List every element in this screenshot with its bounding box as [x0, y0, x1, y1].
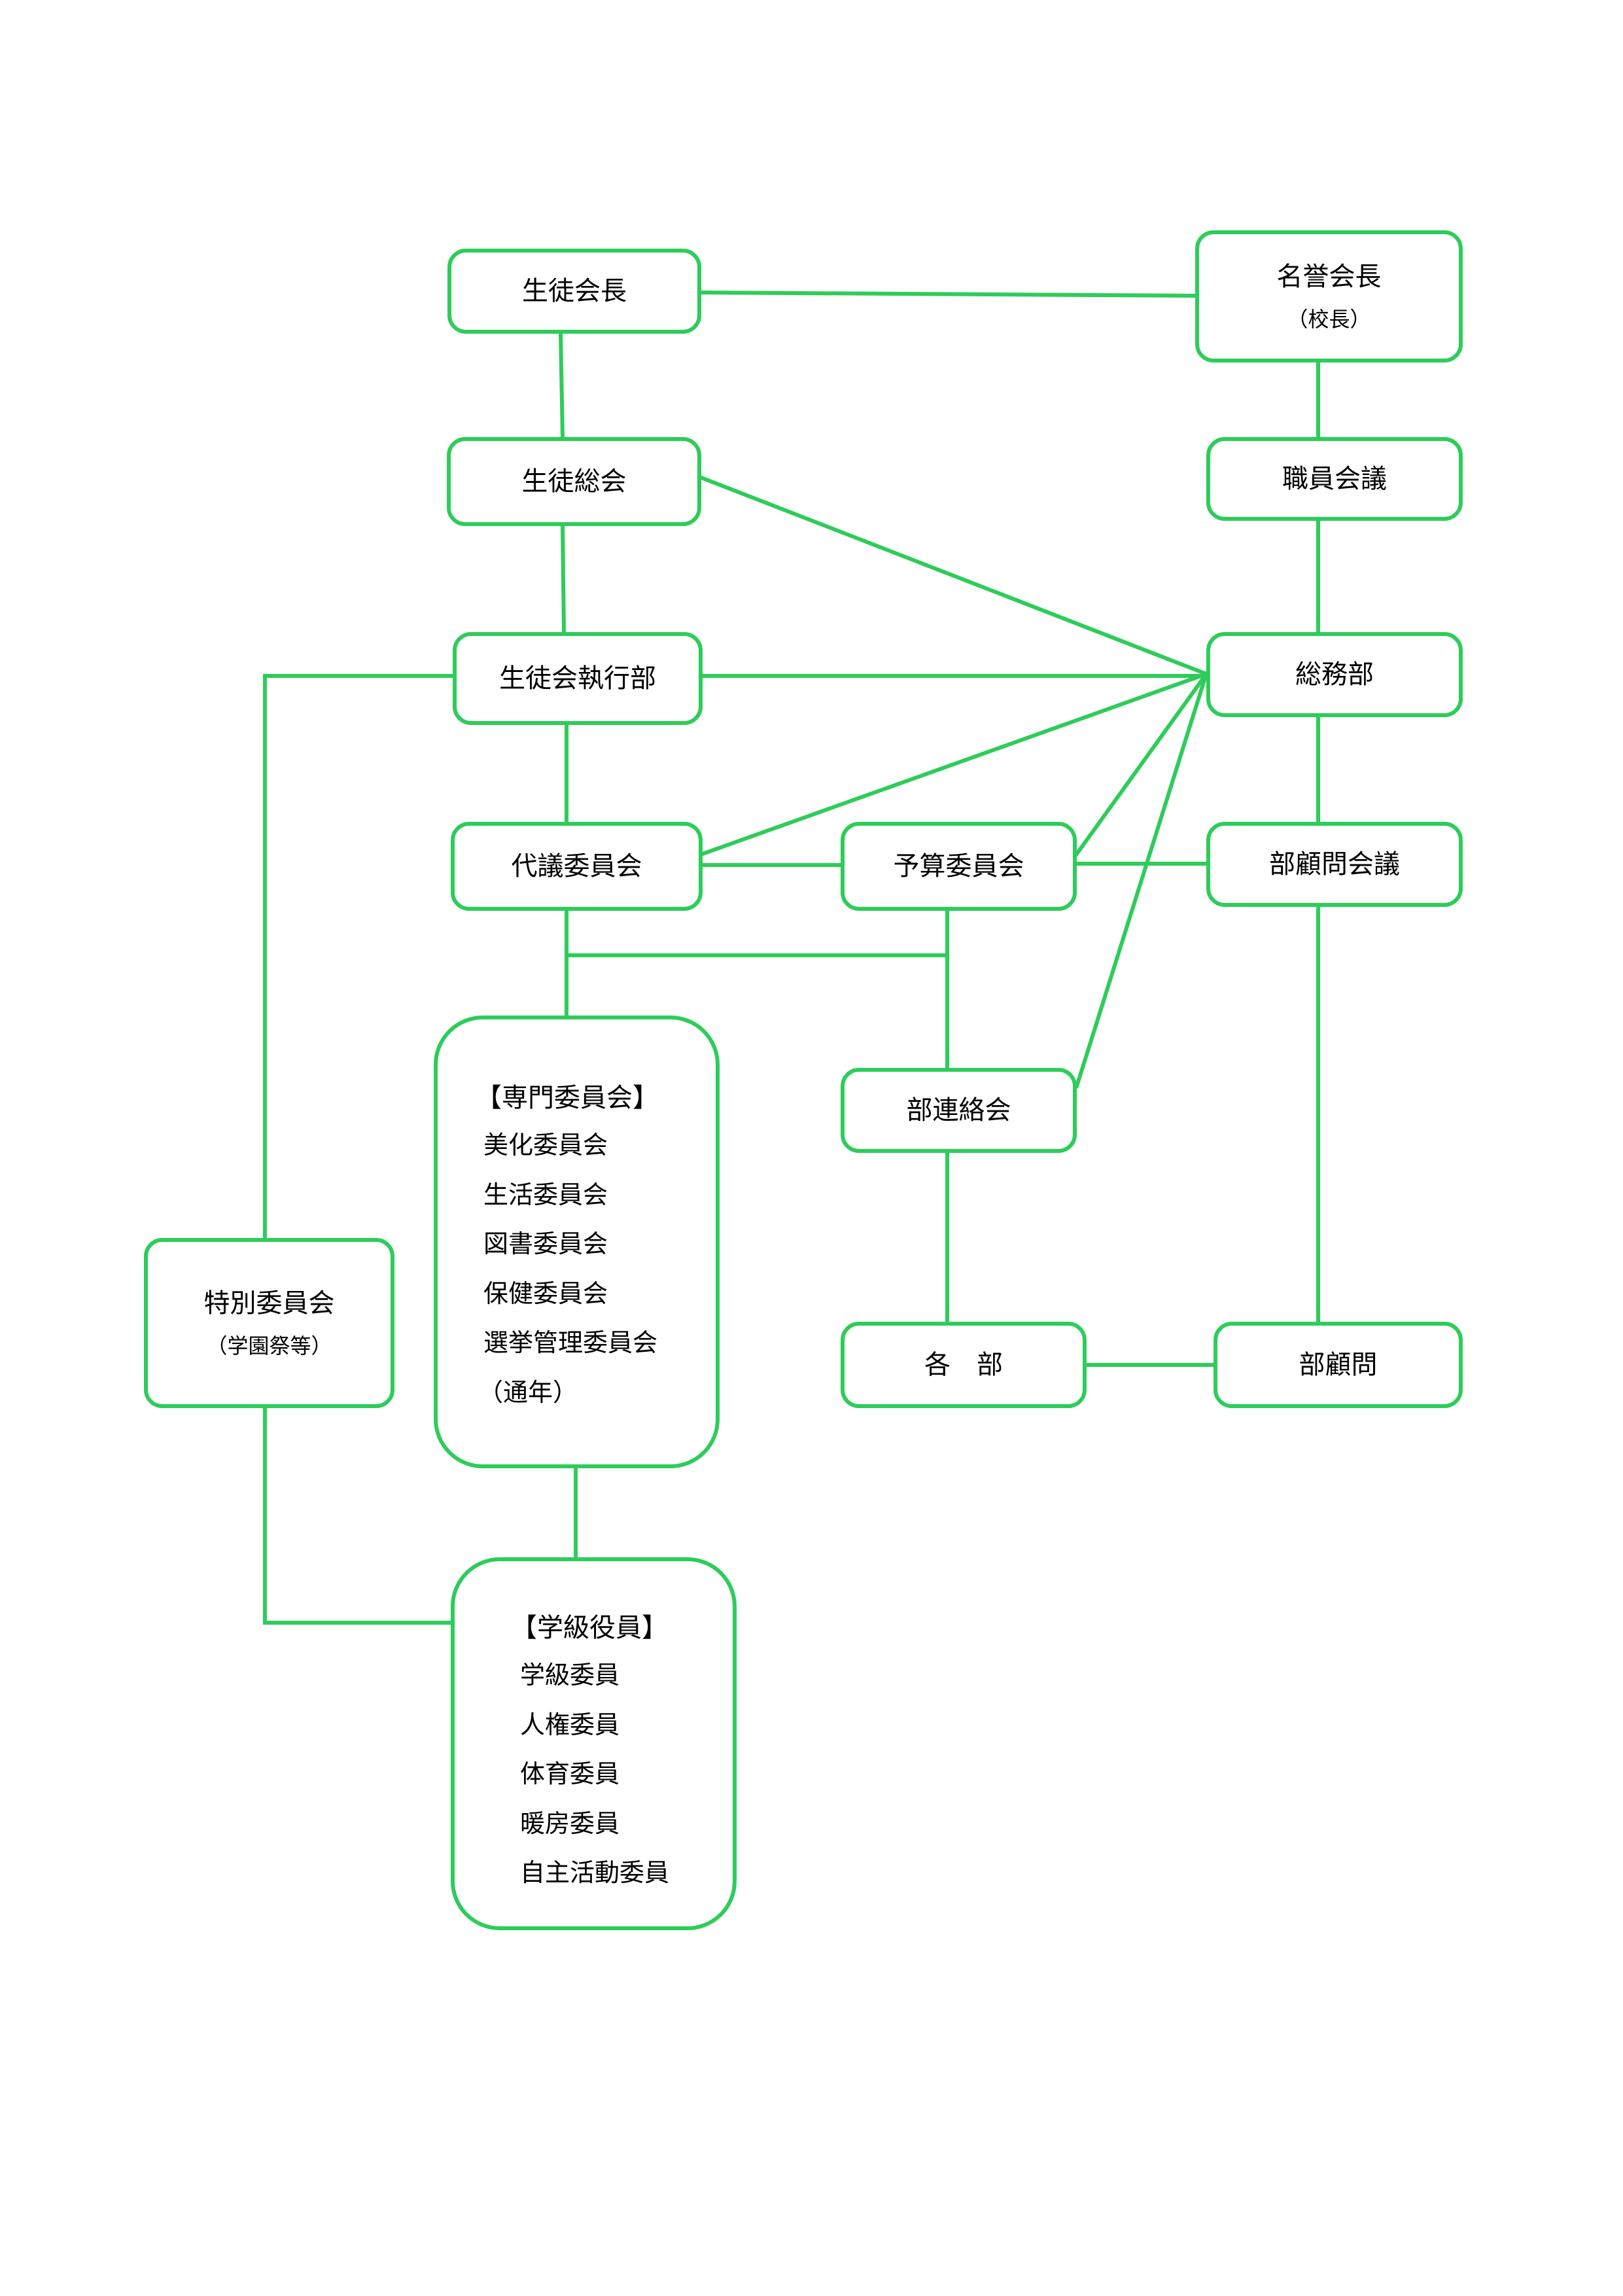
executive-board-box: 生徒会執行部 [453, 632, 703, 725]
representative-committee-label: 代議委員会 [511, 851, 642, 881]
representative-committee-box: 代議委員会 [451, 822, 703, 911]
general-affairs-box: 総務部 [1206, 632, 1463, 717]
specialist-committee-item: （通年） [478, 1377, 578, 1407]
budget-committee-label: 予算委員会 [893, 851, 1024, 881]
specialist-committees-heading: 【専門委員会】 [476, 1083, 659, 1113]
class-officer-item: 人権委員 [520, 1710, 620, 1739]
specialist-committee-item: 図書委員会 [483, 1229, 608, 1259]
connector-line [699, 475, 1209, 677]
student-council-president-box: 生徒会長 [447, 249, 701, 334]
honorary-president-note: （校長） [1287, 306, 1371, 332]
specialist-committee-item: 生活委員会 [483, 1180, 608, 1209]
student-general-assembly-label: 生徒総会 [521, 467, 627, 497]
special-committee-box: 特別委員会 （学園祭等） [144, 1238, 394, 1408]
special-committee-label: 特別委員会 [203, 1288, 335, 1318]
staff-meeting-box: 職員会議 [1206, 437, 1463, 521]
specialist-committee-item: 保健委員会 [483, 1279, 608, 1308]
connector-line [558, 331, 565, 440]
specialist-committee-item: 美化委員会 [483, 1131, 608, 1159]
student-council-president-label: 生徒会長 [522, 276, 627, 306]
club-advisor-box: 部顧問 [1213, 1322, 1463, 1408]
connector-line [700, 671, 1209, 857]
class-officer-item: 暖房委員 [520, 1809, 620, 1838]
connector-line [1073, 671, 1210, 857]
connector-line [560, 523, 567, 635]
executive-board-label: 生徒会執行部 [499, 663, 656, 694]
student-general-assembly-box: 生徒総会 [447, 437, 701, 526]
class-officer-item: 体育委員 [520, 1759, 620, 1789]
connector-line [699, 290, 1198, 298]
class-officer-item: 学級委員 [520, 1661, 620, 1689]
club-advisors-meeting-box: 部顧問会議 [1206, 822, 1463, 907]
budget-committee-box: 予算委員会 [841, 822, 1077, 911]
each-club-label: 各 部 [924, 1350, 1003, 1380]
special-committee-note: （学園祭等） [206, 1333, 332, 1358]
each-club-box: 各 部 [841, 1322, 1087, 1408]
specialist-committee-item: 選挙管理委員会 [483, 1328, 658, 1358]
club-liaison-meeting-box: 部連絡会 [841, 1068, 1077, 1153]
general-affairs-label: 総務部 [1295, 660, 1374, 690]
class-officers-box: 【学級役員】 学級委員 人権委員 体育委員 暖房委員 自主活動委員 [451, 1557, 737, 1930]
specialist-committees-box: 【専門委員会】 美化委員会 生活委員会 図書委員会 保健委員会 選挙管理委員会 … [434, 1016, 720, 1468]
connector-line [1074, 671, 1209, 1089]
honorary-president-label: 名誉会長 [1276, 261, 1382, 292]
club-advisor-label: 部顧問 [1299, 1350, 1378, 1380]
class-officer-item: 自主活動委員 [520, 1858, 670, 1888]
club-liaison-meeting-label: 部連絡会 [906, 1095, 1011, 1125]
club-advisors-meeting-label: 部顧問会議 [1269, 849, 1400, 879]
staff-meeting-label: 職員会議 [1282, 464, 1387, 494]
class-officers-heading: 【学級役員】 [511, 1613, 668, 1643]
honorary-president-box: 名誉会長 （校長） [1195, 230, 1463, 362]
